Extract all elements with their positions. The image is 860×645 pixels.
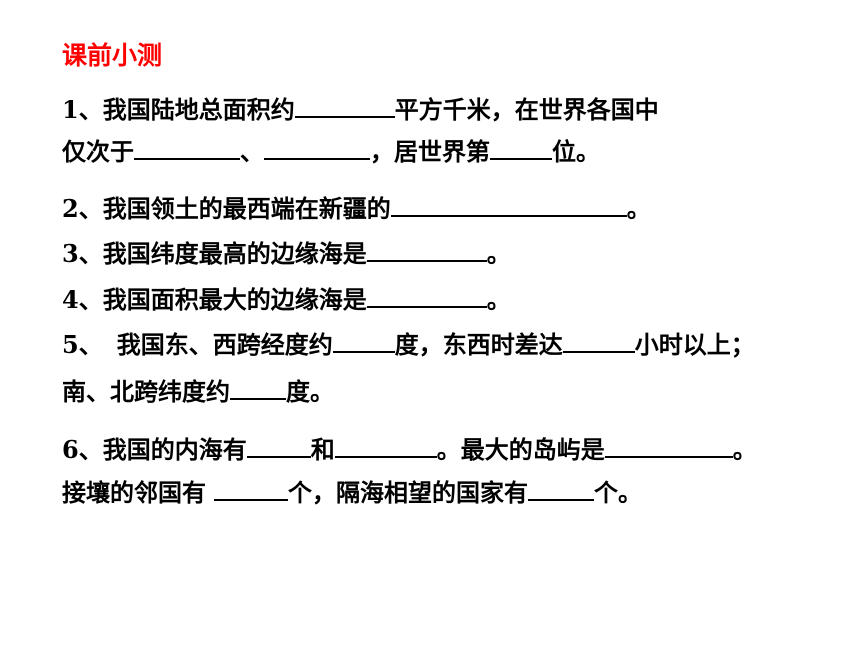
question-1-text-f: 位。 xyxy=(552,137,600,166)
question-1-text-a: 1、我国陆地总面积约 xyxy=(62,95,295,124)
question-2-blank[interactable] xyxy=(390,193,627,217)
question-1-blank-country-2[interactable] xyxy=(264,136,370,160)
question-5-blank-latitude[interactable] xyxy=(230,376,286,400)
question-2-text-b: 。 xyxy=(626,194,651,223)
question-1-blank-area[interactable] xyxy=(294,94,395,118)
question-3-line: 3、我国纬度最高的边缘海是 。 xyxy=(62,238,511,269)
question-3-blank[interactable] xyxy=(366,238,487,262)
question-5-text-e: 南、北跨纬度约 xyxy=(62,377,230,406)
question-1-text-e: ，居世界第 xyxy=(370,137,490,166)
question-6-text-f: 个，隔海相望的国家有 xyxy=(288,478,528,507)
question-5-text-c: 度，东西时差达 xyxy=(394,330,563,359)
question-6-text-g: 个。 xyxy=(594,478,642,507)
question-6-text-e: 接壤的邻国有 xyxy=(62,478,206,507)
question-6-line-1: 6、我国的内海有 和 。最大的岛屿是 。 xyxy=(62,434,757,465)
question-6-text-a: 6、我国的内海有 xyxy=(62,435,247,464)
question-5-text-a: 5、 xyxy=(62,330,103,359)
question-6-blank-sea-neighbors[interactable] xyxy=(528,477,594,501)
question-6-blank-land-neighbors[interactable] xyxy=(214,477,288,501)
question-1-blank-country-1[interactable] xyxy=(134,136,240,160)
question-5-text-b: 我国东、西跨经度约 xyxy=(116,330,333,359)
question-5-text-d: 小时以上； xyxy=(634,330,755,359)
question-6-blank-inland-sea-2[interactable] xyxy=(334,434,437,458)
question-3-text-a: 3、我国纬度最高的边缘海是 xyxy=(62,239,367,268)
question-3-text-b: 。 xyxy=(486,239,511,268)
question-5-line-2: 南、北跨纬度约 度。 xyxy=(62,376,334,407)
question-1-text-c: 仅次于 xyxy=(62,137,134,166)
question-1-blank-rank[interactable] xyxy=(490,136,552,160)
question-1-line-1: 1、我国陆地总面积约 平方千米，在世界各国中 xyxy=(62,94,659,125)
page-title: 课前小测 xyxy=(62,41,163,70)
question-6-text-c: 。最大的岛屿是 xyxy=(436,435,605,464)
question-6-text-b: 和 xyxy=(310,435,335,464)
question-6-blank-inland-sea-1[interactable] xyxy=(246,434,311,458)
question-1-text-b: 平方千米，在世界各国中 xyxy=(394,95,659,124)
question-5-text-f: 度。 xyxy=(286,377,334,406)
question-1-line-2: 仅次于 、 ，居世界第 位。 xyxy=(62,136,600,167)
question-6-text-d: 。 xyxy=(732,435,757,464)
question-4-text-a: 4、我国面积最大的边缘海是 xyxy=(62,285,367,314)
question-1-text-d: 、 xyxy=(240,137,264,166)
question-6-line-2: 接壤的邻国有 个，隔海相望的国家有 个。 xyxy=(62,477,642,508)
question-4-line: 4、我国面积最大的边缘海是 。 xyxy=(62,284,511,315)
question-4-text-b: 。 xyxy=(486,285,511,314)
question-5-blank-longitude[interactable] xyxy=(332,329,395,353)
question-6-blank-largest-island[interactable] xyxy=(604,434,733,458)
question-2-line: 2、我国领土的最西端在新疆的 。 xyxy=(62,193,651,224)
question-5-line-1: 5、我国东、西跨经度约 度，东西时差达 小时以上； xyxy=(62,329,755,360)
question-4-blank[interactable] xyxy=(366,284,487,308)
question-5-blank-hours[interactable] xyxy=(562,329,635,353)
question-2-text-a: 2、我国领土的最西端在新疆的 xyxy=(62,194,391,223)
